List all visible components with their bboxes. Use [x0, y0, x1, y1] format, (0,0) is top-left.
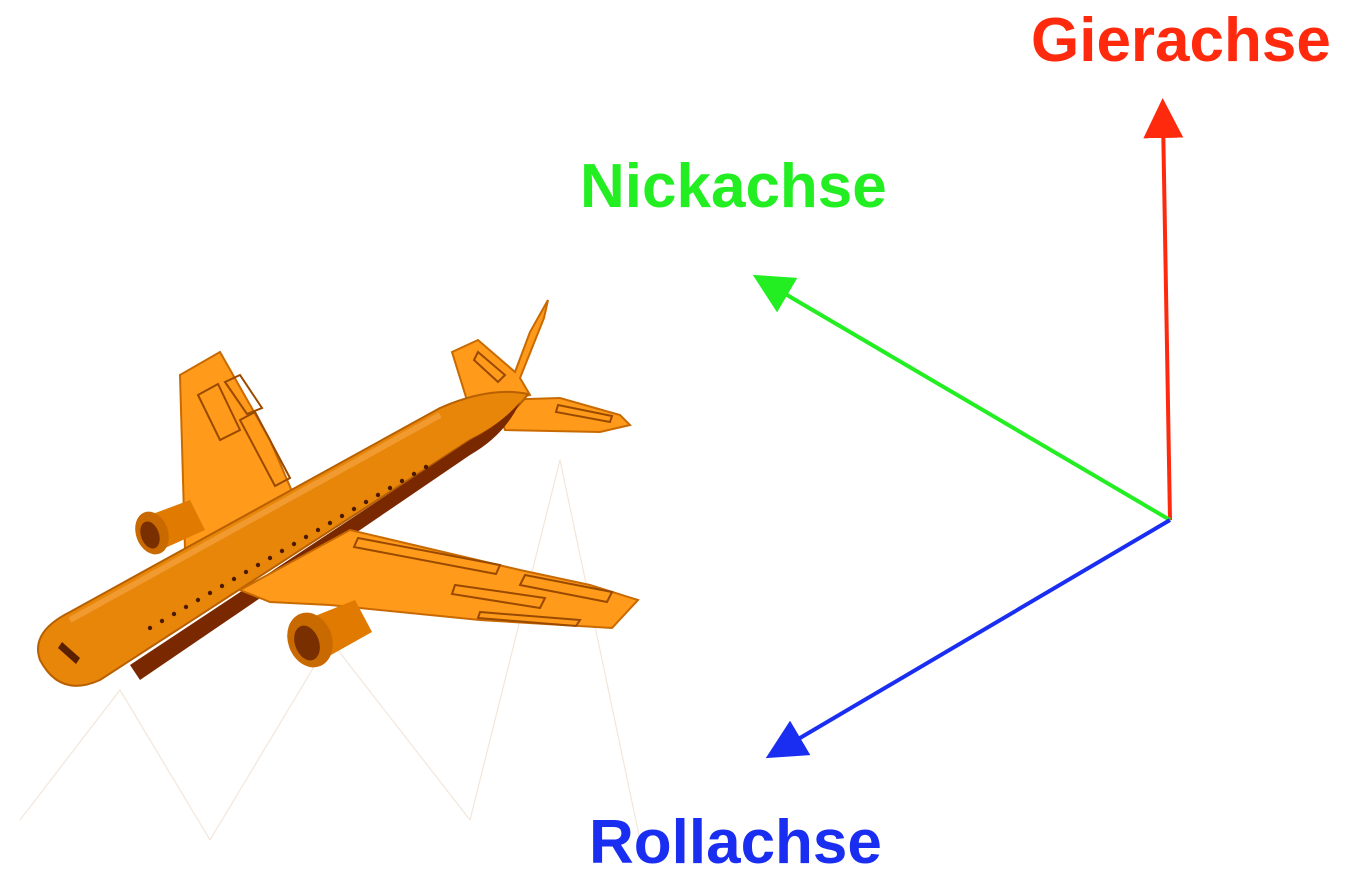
- airplane-far-engine: [135, 500, 205, 555]
- pitch-axis-label: Nickachse: [580, 152, 887, 221]
- yaw-axis-arrow: [1143, 98, 1184, 521]
- airplane-cockpit: [58, 642, 80, 664]
- airplane-windows: [147, 464, 429, 631]
- pitch-axis-arrow: [752, 274, 1172, 522]
- roll-axis-arrow: [765, 518, 1172, 759]
- airplane-near-wing: [237, 528, 640, 630]
- airplane-stabilizer: [493, 396, 632, 434]
- roll-axis-label: Rollachse: [589, 808, 882, 873]
- airplane-fuselage: [37, 390, 530, 687]
- yaw-axis-label: Gierachse: [1031, 6, 1331, 75]
- airplane-illustration: [37, 299, 640, 687]
- airplane-fuselage-underside: [130, 402, 520, 680]
- airplane-near-engine: [287, 600, 372, 668]
